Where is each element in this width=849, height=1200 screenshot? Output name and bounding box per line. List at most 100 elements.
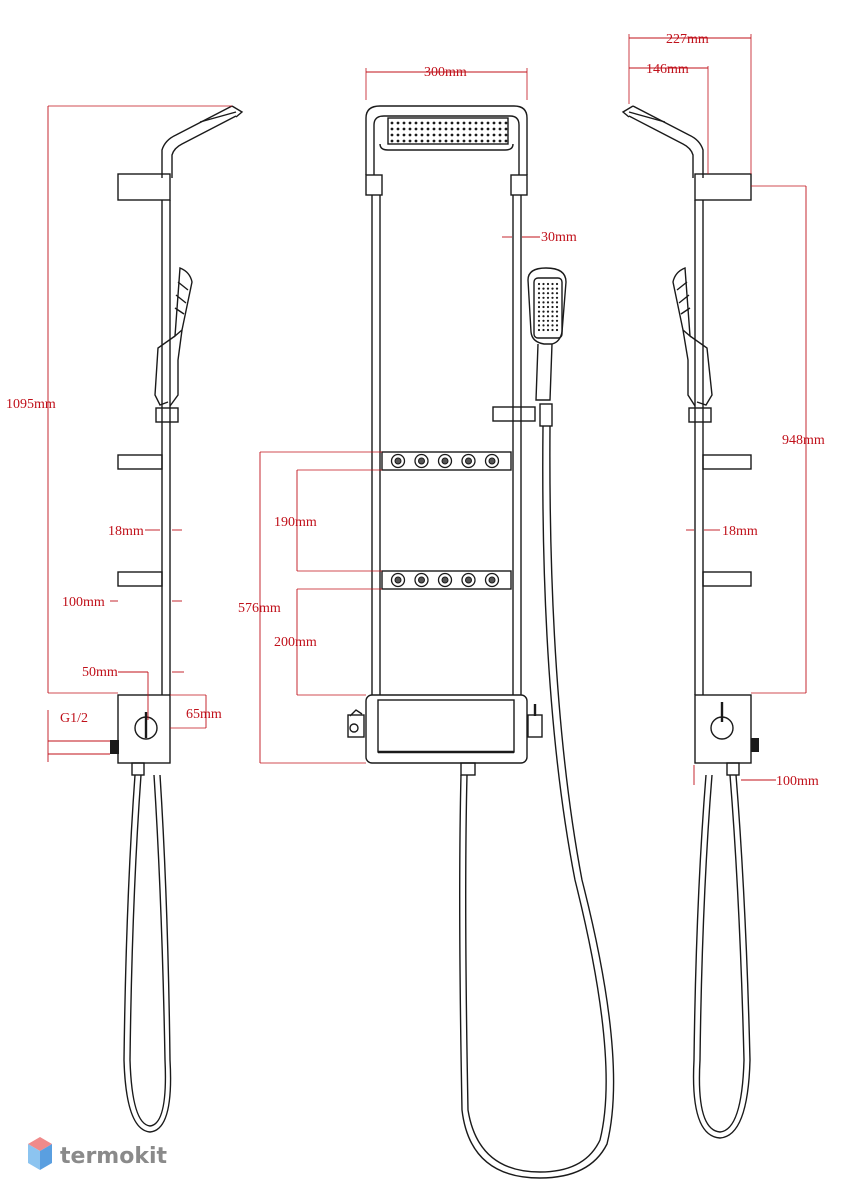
rain-nozzle [420,121,424,125]
rain-nozzle [456,133,460,137]
body-jets [390,453,500,588]
hand-shower-nozzle [555,328,559,332]
rain-nozzle [474,121,478,125]
rain-nozzle [420,127,424,131]
hand-shower-nozzle [546,319,550,322]
rain-nozzle [504,121,508,125]
hand-shower-nozzle [555,292,559,295]
dim-valve-width: 50mm [82,665,184,720]
rain-nozzle [462,121,466,125]
label-head-reach-inner: 146mm [646,62,689,77]
hand-shower-nozzle [546,282,550,286]
hand-shower-nozzle [542,310,545,313]
hand-shower-nozzle [555,319,559,322]
rain-nozzle [408,121,412,125]
label-valve-height: 65mm [186,707,222,722]
body-jet-core [394,457,402,465]
hand-shower-nozzle [551,296,554,299]
rain-nozzle [486,121,490,125]
rain-nozzle [402,127,406,131]
rain-nozzle [480,121,484,125]
front-view [347,105,615,1179]
body-jet-core [394,576,402,584]
hand-shower-nozzle [555,301,559,304]
rain-nozzle [486,139,490,143]
logo-cube-left-icon [28,1144,40,1170]
rain-nozzle [396,139,400,143]
hand-shower-nozzle [546,324,550,327]
hand-shower-nozzle [537,305,541,309]
dim-jet-row-spacing: 190mm [274,469,382,572]
rain-nozzle [468,121,472,125]
hand-shower-nozzle [542,315,545,318]
rain-nozzle [402,133,406,137]
body-jet-core [418,457,425,465]
body-jet-core [441,457,449,465]
label-jet-zone: 576mm [238,601,281,616]
rain-nozzle [504,139,508,143]
rain-nozzle [468,139,472,143]
rain-nozzle [438,139,442,143]
rain-nozzle [498,139,502,143]
rain-nozzle [438,121,442,125]
hand-shower-nozzle [555,315,559,318]
body-jet-core [465,576,472,584]
rain-nozzle [492,127,496,131]
rain-nozzle [396,127,400,131]
rain-nozzle [432,133,436,137]
hand-shower-nozzle [555,287,559,290]
dim-valve-height: 65mm [170,694,222,729]
hand-shower-nozzle [537,310,541,313]
hand-shower-nozzle [542,324,545,327]
rain-nozzle [396,133,400,137]
dim-inlet: G1/2 [47,710,110,762]
hand-shower-nozzle [551,292,554,295]
hand-shower-nozzle [542,305,545,309]
rain-nozzle [426,133,430,137]
label-jet-spacing-left: 100mm [62,595,105,610]
rain-nozzle [444,139,448,143]
label-jet-row-spacing: 190mm [274,515,317,530]
rain-nozzle [492,121,496,125]
hand-shower-nozzle [546,310,550,313]
body-jet-core [418,576,425,584]
hand-shower-nozzle [555,296,559,299]
brand-name: termokit [60,1144,167,1169]
hand-shower-nozzle [551,324,554,327]
body-jet-core [488,457,496,465]
hand-shower-nozzle [537,287,541,290]
rain-nozzle [420,133,424,137]
rain-nozzle [474,133,478,137]
hand-shower-nozzle [542,292,545,295]
rain-nozzle [504,127,508,131]
rain-nozzle [456,139,460,143]
hand-shower-nozzle [551,282,554,286]
body-jet-core [488,576,496,584]
rain-nozzle [480,127,484,131]
dim-head-reach-total: 227mm [628,32,752,174]
rain-nozzle [498,121,502,125]
rain-nozzle [390,127,394,131]
label-rail-offset: 30mm [541,230,577,245]
rain-nozzle [504,133,508,137]
dim-lower-jet: 200mm [274,588,382,696]
dim-rail-offset: 30mm [502,230,577,245]
rain-nozzle-grid [390,121,508,143]
label-lower-jet: 200mm [274,635,317,650]
dim-panel-width: 300mm [365,65,528,100]
rain-nozzle [414,133,418,137]
side-view-left [110,105,244,1133]
rain-nozzle [432,121,436,125]
hand-shower-nozzle [537,315,541,318]
rain-nozzle [390,139,394,143]
rain-nozzle [480,139,484,143]
label-pipe-left: 18mm [108,524,144,539]
rain-nozzle [390,133,394,137]
dim-total-height: 1095mm [6,105,232,694]
label-head-reach-total: 227mm [666,32,709,47]
rain-nozzle [426,139,430,143]
rain-nozzle [402,121,406,125]
rain-nozzle [462,127,466,131]
hand-shower-nozzle [537,292,541,295]
hand-shower-nozzle [542,328,545,332]
